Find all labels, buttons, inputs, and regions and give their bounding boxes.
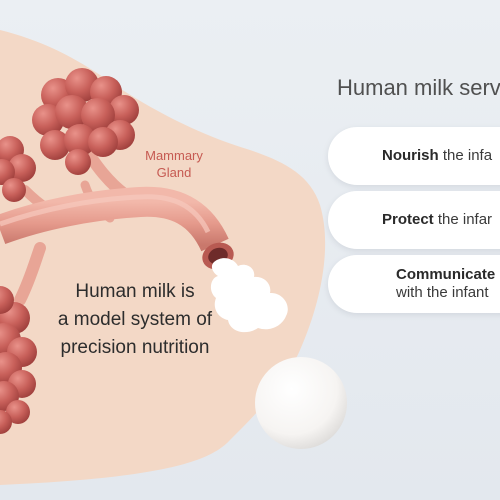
alveoli-cluster-lower <box>0 286 37 434</box>
role-text: the infa <box>438 147 493 164</box>
main-statement-line: Human milk is <box>75 281 195 302</box>
role-text-line2: with the infant <box>396 284 489 301</box>
gland-label-line: Gland <box>156 165 192 180</box>
white-sphere <box>255 357 347 449</box>
role-keyword: Protect <box>382 211 434 228</box>
panel-heading: Human milk serv <box>337 75 500 100</box>
milk-droplet <box>210 258 288 333</box>
role-nourish: Nourish the infa <box>328 127 500 185</box>
main-statement-line: precision nutrition <box>60 337 210 358</box>
main-statement-line: a model system of <box>57 309 213 330</box>
mammary-gland-label: Mammary Gland <box>128 147 220 181</box>
role-keyword: Nourish <box>382 147 439 164</box>
role-keyword: Communicate <box>396 266 496 283</box>
alveoli-cluster-upper <box>32 68 139 175</box>
role-protect: Protect the infar <box>328 191 500 249</box>
main-statement: Human milk is a model system of precisio… <box>30 278 240 362</box>
role-text: the infar <box>433 211 493 228</box>
gland-label-line: Mammary <box>145 148 203 163</box>
alveoli-cluster-left <box>0 136 36 202</box>
role-communicate: Communicate with the infant <box>328 255 500 313</box>
branch-duct-lower <box>14 242 46 306</box>
